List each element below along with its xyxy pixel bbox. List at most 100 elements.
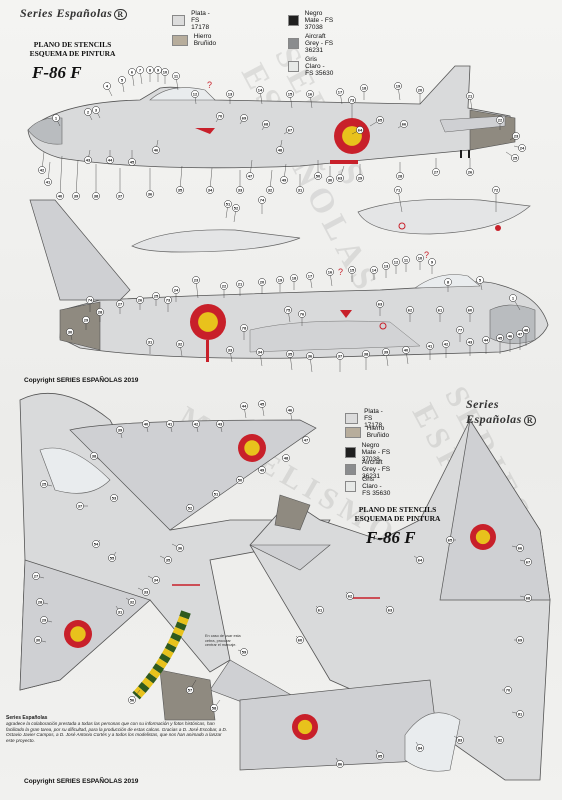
callout-marker [72,192,80,200]
callout-marker [456,736,464,744]
callout-marker [226,346,234,354]
callout-marker [466,338,474,346]
callout-marker [506,332,514,340]
callout-marker [116,426,124,434]
callout-marker [402,256,410,264]
roundel-wing-center [70,626,86,642]
callout-marker [516,710,524,718]
legend-item: Hierro Bruñido [172,33,222,47]
copyright-top: Copyright SERIES ESPAÑOLAS 2019 [24,377,139,384]
callout-marker [376,300,384,308]
callout-number: 65 [378,118,383,123]
callout-number: 71 [396,188,401,193]
callout-number: 24 [174,288,179,293]
callout-marker [290,274,298,282]
wing-root [249,320,421,353]
swatch-hierro [345,426,361,438]
callout-marker [92,192,100,200]
callout-marker [456,326,464,334]
callout-marker [256,348,264,356]
callout-marker [236,280,244,288]
callout-number: 68 [526,596,531,601]
callout-leader [59,155,63,197]
callout-number: 74 [260,198,265,203]
callout-number: 24 [520,146,525,151]
callout-marker [524,558,532,566]
callout-marker [512,132,520,140]
callout-number: 69 [518,638,523,643]
callout-marker [224,200,232,208]
callout-number: 73 [350,98,355,103]
callout-number: 29 [358,176,363,181]
callout-number: 47 [248,174,253,179]
callout-number: 43 [218,422,223,427]
callout-number: 30 [328,178,333,183]
callout-marker [92,540,100,548]
callout-marker [314,172,322,180]
callout-marker [516,636,524,644]
callout-marker [516,544,524,552]
callout-marker [466,168,474,176]
callout-number: 39 [74,194,79,199]
callout-marker [164,296,172,304]
callout-number: 55 [110,556,115,561]
swatch-plata [345,413,359,424]
callout-number: 42 [194,422,199,427]
callout-number: 61 [318,608,323,613]
callout-marker [382,262,390,270]
callout-number: 19 [396,84,401,89]
callout-marker [524,594,532,602]
callout-number: 18 [292,276,297,281]
callout-marker [326,268,334,276]
callout-number: 78 [242,326,247,331]
swatch-grey [288,38,299,49]
callout-number: 70 [506,688,511,693]
callout-number: 53 [112,496,117,501]
callout-number: 50 [316,174,321,179]
callout-number: 40 [144,422,149,427]
callout-number: 64 [358,128,363,133]
callout-marker [286,126,294,134]
callout-marker [302,436,310,444]
marking [206,340,209,362]
callout-number: 66 [518,546,523,551]
callout-marker [306,352,314,360]
callout-number: 17 [308,274,313,279]
callout-number: 33 [238,188,243,193]
callout-number: 43 [468,340,473,345]
model-title: F-86 F [366,528,416,547]
callout-marker [522,326,530,334]
callout-marker [176,186,184,194]
callout-number: 60 [298,638,303,643]
callout-number: 85 [378,754,383,759]
callout-marker [316,606,324,614]
callout-number: 35 [166,558,171,563]
callout-marker [152,146,160,154]
callout-leader [179,165,183,191]
callout-number: 31 [298,188,303,193]
callout-marker [86,296,94,304]
callout-marker [192,276,200,284]
callout-number: 42 [444,342,449,347]
callout-marker [466,306,474,314]
callout-number: 83 [458,738,463,743]
callout-marker [128,158,136,166]
callout-number: 9 [431,260,434,265]
swatch-negro [288,15,299,26]
callout-number: 44 [242,404,247,409]
callout-marker [446,536,454,544]
marking [468,150,470,158]
callout-number: 82 [498,738,503,743]
callout-number: 32 [178,342,183,347]
callout-marker [40,480,48,488]
callout-marker [306,272,314,280]
callout-marker [396,172,404,180]
callout-marker [40,616,48,624]
callout-marker [34,636,42,644]
callout-marker [346,592,354,600]
callout-marker [426,342,434,350]
callout-marker [518,144,526,152]
callout-marker [356,126,364,134]
canopy [149,87,216,101]
callout-marker [376,752,384,760]
